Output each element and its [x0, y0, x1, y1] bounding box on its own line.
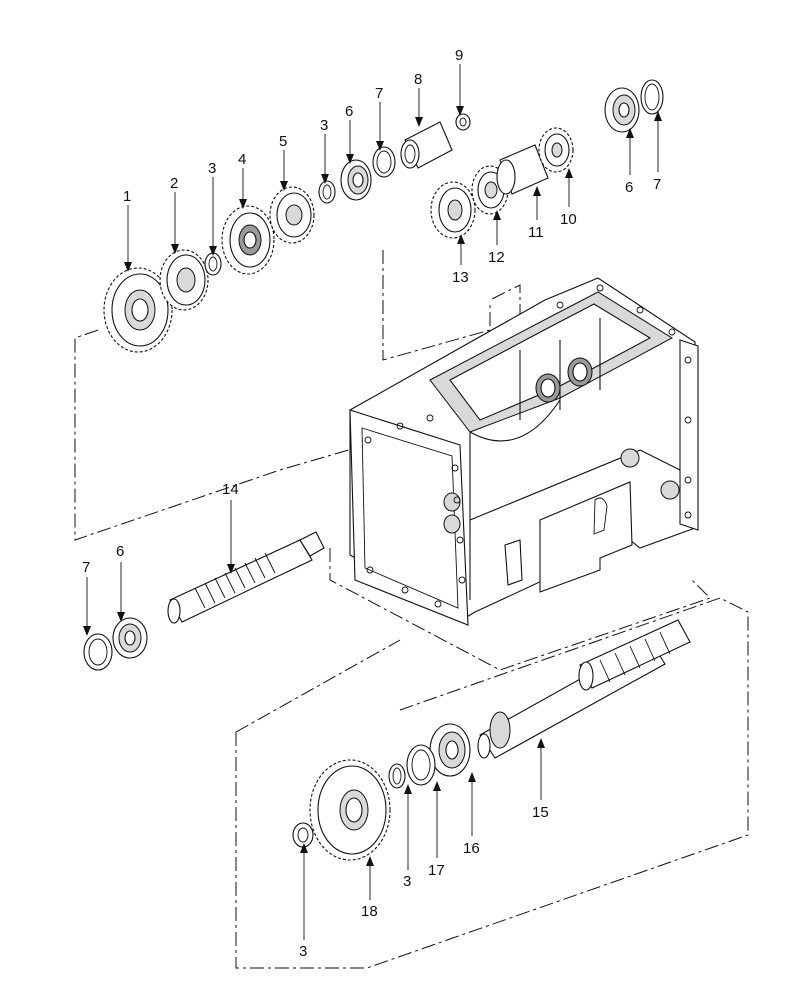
callout-7: 7 [653, 176, 661, 193]
part-5-gear [269, 186, 315, 244]
part-11-spacer [496, 144, 549, 195]
callout-15: 15 [532, 804, 549, 821]
part-6-bearing-a [340, 159, 372, 201]
part-1-gear [103, 267, 173, 353]
part-3-circlip-d [292, 822, 314, 848]
part-16-bearing [429, 723, 471, 777]
callout-3: 3 [320, 117, 328, 134]
part-3-circlip-c [388, 763, 406, 789]
callout-14: 14 [222, 481, 239, 498]
callout-3: 3 [299, 943, 307, 960]
part-3-circlip-b [318, 180, 336, 204]
callout-4: 4 [238, 151, 246, 168]
part-9-ring [455, 113, 471, 131]
part-14-shaft [167, 531, 325, 624]
part-7-snap-ring-a [372, 146, 396, 178]
part-17-snap-ring [406, 744, 436, 786]
part-8-sleeve [400, 121, 453, 169]
callout-6: 6 [345, 103, 353, 120]
callout-17: 17 [428, 862, 445, 879]
leader-arrowheads [83, 106, 662, 866]
callout-7: 7 [82, 559, 90, 576]
callout-9: 9 [455, 47, 463, 64]
callout-8: 8 [414, 71, 422, 88]
transmission-housing [349, 277, 699, 626]
part-4-gear [221, 205, 275, 275]
callout-1: 1 [123, 188, 131, 205]
part-7-snap-ring-b [640, 79, 664, 115]
callout-labels: 1 2 3 4 5 3 6 7 8 9 6 7 10 11 12 13 14 7… [82, 47, 661, 960]
part-6-bearing-c [112, 617, 148, 659]
callout-12: 12 [488, 249, 505, 266]
part-3-circlip-a [204, 252, 222, 276]
callout-3: 3 [208, 160, 216, 177]
part-2-gear [159, 249, 209, 311]
part-7-snap-ring-c [83, 633, 113, 671]
callout-3: 3 [403, 873, 411, 890]
callout-13: 13 [452, 269, 469, 286]
callout-18: 18 [361, 903, 378, 920]
callout-11: 11 [528, 224, 544, 241]
callout-5: 5 [279, 133, 287, 150]
part-15-shaft [477, 619, 691, 759]
reference-lines [74, 250, 749, 969]
part-10-gear [538, 127, 574, 173]
leader-lines [86, 64, 659, 940]
part-6-bearing-b [604, 87, 640, 133]
callout-10: 10 [560, 211, 577, 228]
callout-16: 16 [463, 840, 480, 857]
callout-7: 7 [375, 85, 383, 102]
part-18-gear [309, 759, 391, 861]
part-13-gear [430, 181, 476, 239]
callout-6: 6 [625, 179, 633, 196]
callout-2: 2 [170, 175, 178, 192]
callout-6: 6 [116, 543, 124, 560]
